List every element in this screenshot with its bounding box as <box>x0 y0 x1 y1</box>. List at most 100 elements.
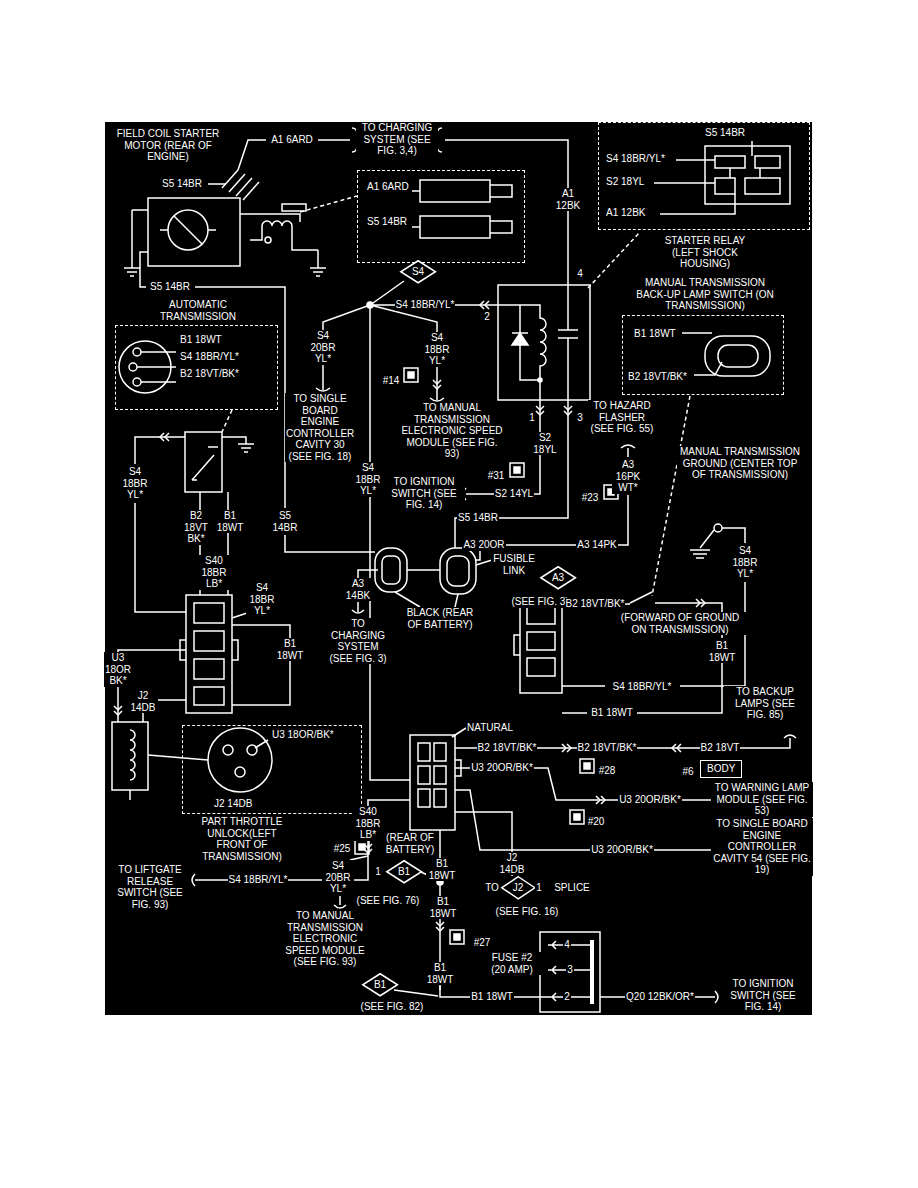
connector-plug <box>412 180 512 238</box>
connector-face <box>208 728 272 792</box>
diamond-shape <box>401 261 436 283</box>
connector-face <box>705 336 770 376</box>
diamond-shape <box>363 974 398 996</box>
wire-label: B1 18WT <box>274 638 306 661</box>
leader-line <box>300 196 357 212</box>
connector-body <box>514 598 562 693</box>
wire-code: A1 6ARD <box>366 181 410 193</box>
callout-number: #25 <box>333 843 352 855</box>
connector-chevron <box>696 599 705 607</box>
switch-symbol <box>192 447 218 480</box>
connector-pin <box>235 767 245 777</box>
connector-icon <box>355 368 618 944</box>
leader-line <box>222 410 232 432</box>
connector-body <box>180 595 238 713</box>
callout-number: 3 <box>566 964 574 976</box>
terminal-dot <box>265 237 271 243</box>
reference-code: J2 <box>512 882 525 894</box>
wire-label: S2 18YL <box>529 432 561 455</box>
wire-label: B2 18VT/BK* <box>577 742 638 754</box>
reference-code: A3 <box>551 572 565 584</box>
wire-label: TO SINGLE BOARD ENGINE CONTROLLER CAVITY… <box>711 818 813 876</box>
ground-symbol <box>124 210 326 276</box>
wire-label: J2 14DB <box>496 852 528 875</box>
reference-diamond: J2 <box>501 876 536 900</box>
wire-label: S40 18BR LB* <box>352 806 384 841</box>
wire-label: S4 18BR/YL* <box>395 299 456 311</box>
solenoid-coil <box>130 730 135 800</box>
wire-code: U3 18OR/BK* <box>271 729 335 741</box>
callout-number: #27 <box>473 937 492 949</box>
connector-body <box>410 735 461 830</box>
wire-label: (SEE FIG. 82) <box>360 1001 425 1013</box>
wire <box>140 252 375 552</box>
bracket <box>192 735 796 1003</box>
callout-number: #20 <box>587 816 606 828</box>
wire-label: MANUAL TRANSMISSION GROUND (CENTER TOP O… <box>677 446 804 481</box>
starter-motor-body <box>148 198 240 266</box>
wire-label: S4 18BR YL* <box>352 462 384 497</box>
armature-symbol <box>160 216 216 244</box>
wire-label: (FORWARD OF GROUND ON TRANSMISSION) <box>614 612 746 635</box>
reference-diamond: A3 <box>540 566 576 590</box>
wire-label: S4 18BR/YL* <box>228 874 289 886</box>
wire-label: TO MANUAL TRANSMISSION ELECTRONIC SPEED … <box>277 910 374 968</box>
wire-label: S5 14BR <box>149 281 191 293</box>
fuse-block <box>540 932 600 1012</box>
diamond-shape <box>387 861 422 883</box>
wire-label: B1 18WT <box>427 896 459 919</box>
wire-label: S2 14YL <box>494 488 534 500</box>
callout-number: 4 <box>563 939 571 951</box>
wire-code: B1 18WT <box>633 328 677 340</box>
wire-label: TO LIFTGATE RELEASE SWITCH (SEE FIG. 93) <box>111 864 189 910</box>
reference-diamond: B1 <box>362 973 398 997</box>
wire-label: FUSE #2 (20 AMP) <box>483 952 541 975</box>
callout-number: 2 <box>483 311 491 323</box>
wire <box>358 448 628 612</box>
wire-label: (SEE FIG. 16) <box>495 906 560 918</box>
wire <box>118 612 290 760</box>
wire-code: B2 18VT/BK* <box>179 368 240 380</box>
wire-label: SPLICE <box>553 882 591 894</box>
component-heading: AUTOMATIC TRANSMISSION <box>147 299 249 322</box>
splice-dot <box>538 378 542 382</box>
wire-label: TO SINGLE BOARD ENGINE CONTROLLER CAVITY… <box>285 393 355 462</box>
wire-label: A1 6ARD <box>270 134 314 146</box>
relay-circuit <box>498 285 578 400</box>
callout-number: 1 <box>528 412 536 424</box>
wire-code: J2 14DB <box>213 798 253 810</box>
wire-label: A3 14BK <box>342 578 374 601</box>
leader-line <box>652 396 690 596</box>
wire-label: (REAR OF BATTERY) <box>381 832 439 855</box>
leader-line <box>255 740 268 748</box>
wire-label: TO HAZARD FLASHER (SEE FIG. 55) <box>588 400 656 435</box>
wire <box>195 738 790 990</box>
wire-label: B1 18WT <box>470 991 514 1003</box>
connector-outline: U3 18OR/BK*J2 14DBPART THROTTLE UNLOCK(L… <box>182 725 362 814</box>
wire-code: S5 14BR <box>704 127 746 139</box>
callout-number: #14 <box>382 375 401 387</box>
wire-code: S5 14BR <box>366 216 408 228</box>
callout-number: 1 <box>374 866 382 878</box>
callout-number: 1 <box>535 882 543 894</box>
wire-label: TO CHARGING SYSTEM (SEE FIG. 3) <box>324 618 392 664</box>
switch-symbol <box>630 592 662 603</box>
connector-outline: MANUAL TRANSMISSION BACK-UP LAMP SWITCH … <box>622 315 784 395</box>
wire-label: S4 20BR YL* <box>322 860 354 895</box>
wire-label: S4 18BR YL* <box>119 466 151 501</box>
callout-number: 3 <box>576 412 584 424</box>
wire-label: FUSIBLE LINK <box>491 553 538 576</box>
wire-label: S4 18BR YL* <box>246 582 278 617</box>
callout-number: TO <box>484 882 500 894</box>
wire-label: A3 20OR <box>462 539 505 551</box>
diamond-shape <box>501 877 534 899</box>
connector-pin <box>129 363 137 371</box>
wire <box>208 140 568 285</box>
wire-label: J2 14DB <box>128 690 158 713</box>
wire-label: TO BACKUP LAMPS (SEE FIG. 85) <box>724 686 806 721</box>
wire-code: B1 18WT <box>179 334 223 346</box>
wire-code: S2 18YL <box>605 176 645 188</box>
wire-label: B2 18VT/BK* <box>477 742 538 754</box>
leader-line <box>137 352 176 382</box>
callout-number: 2 <box>563 991 571 1003</box>
